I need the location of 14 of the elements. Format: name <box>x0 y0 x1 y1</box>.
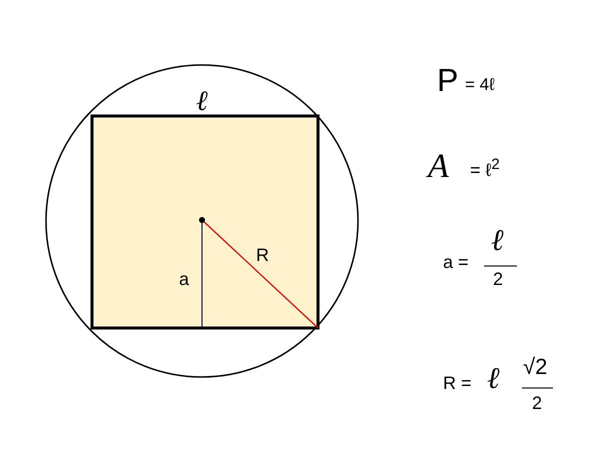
formula-text: = 4ℓ <box>465 76 495 93</box>
side-label: ℓ <box>196 88 208 116</box>
formula-text: ℓ <box>491 226 504 256</box>
formula-text: 2 <box>532 394 542 412</box>
formula-text: 2 <box>493 270 504 288</box>
formula-text: P <box>437 64 458 96</box>
formula-text: a = <box>443 253 469 271</box>
formula-text: ℓ <box>487 364 500 394</box>
formula-text: R = <box>443 374 472 392</box>
apothem-label: a <box>179 270 190 288</box>
formula-text: = ℓ$^{2}$ <box>470 157 500 179</box>
formula-text: A <box>428 150 449 184</box>
radius-label: R <box>256 246 269 264</box>
formula-text: √2 <box>523 356 548 378</box>
